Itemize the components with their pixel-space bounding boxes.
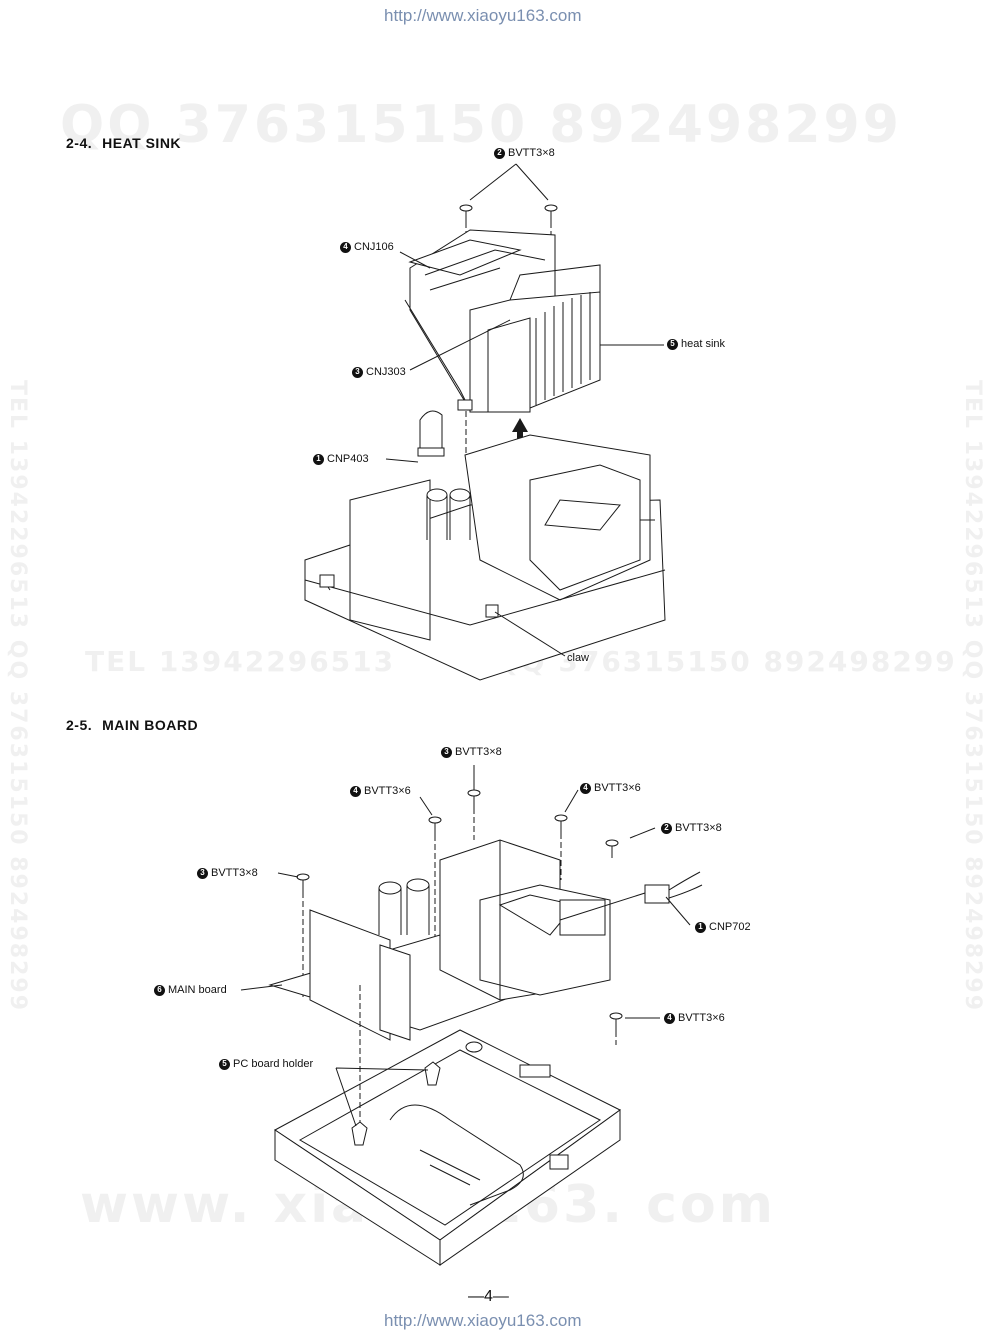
callout-badge: 4 <box>340 241 351 253</box>
callout-badge: 6 <box>154 984 165 996</box>
callout-badge: 4 <box>580 782 591 794</box>
callout-label: BVTT3×8 <box>508 147 555 159</box>
callout-label: claw <box>567 652 590 664</box>
callout-badge: 3 <box>197 867 208 879</box>
callout-label: BVTT3×8 <box>211 867 258 879</box>
callout-label: CNJ106 <box>354 241 394 253</box>
watermark-qq: QQ 376315150 892498299 <box>60 95 902 155</box>
callout-label: CNP702 <box>709 921 751 933</box>
callout-badge: 3 <box>352 366 363 378</box>
callout-badge: 1 <box>695 921 706 933</box>
screw-icon <box>467 789 481 808</box>
callout-badge: 1 <box>313 453 324 465</box>
callout-label: CNP403 <box>327 453 369 465</box>
screw-icon <box>428 816 442 835</box>
screw-icon <box>459 204 473 222</box>
callout-label: CNJ303 <box>366 366 406 378</box>
callout-badge: 5 <box>667 338 678 350</box>
footer-url-link[interactable]: http://www.xiaoyu163.com <box>384 1311 582 1330</box>
callout-badge: 4 <box>664 1012 675 1024</box>
header-url-link[interactable]: http://www.xiaoyu163.com <box>384 6 582 25</box>
callout-badge: 5 <box>219 1058 230 1070</box>
page-number: —4— <box>468 1288 509 1305</box>
callout-badge: 2 <box>661 822 672 834</box>
callout-badge: 4 <box>350 785 361 797</box>
screw-icon <box>544 204 558 222</box>
screw-icon <box>554 814 568 833</box>
callout-label: PC board holder <box>233 1058 314 1070</box>
section-heading-heat-sink: 2-4. HEAT SINK <box>66 135 181 151</box>
screw-icon <box>605 839 619 858</box>
callout-label: MAIN board <box>168 984 227 996</box>
callout-label: BVTT3×8 <box>455 746 502 758</box>
callout-badge: 2 <box>494 147 505 159</box>
screw-icon <box>609 1012 623 1031</box>
callout-label: BVTT3×6 <box>364 785 411 797</box>
watermark-tel: TEL 13942296513 <box>85 645 396 678</box>
section-number: 2-5. <box>66 717 93 733</box>
callout-label: BVTT3×6 <box>594 782 641 794</box>
callout-claw: claw <box>567 652 589 664</box>
section-number: 2-4. <box>66 135 93 151</box>
callout-label: BVTT3×6 <box>678 1012 725 1024</box>
section-title: MAIN BOARD <box>102 717 199 733</box>
callout-badge: 3 <box>441 746 452 758</box>
callout-label: heat sink <box>681 338 726 350</box>
callout-label: BVTT3×8 <box>675 822 722 834</box>
section-title: HEAT SINK <box>102 135 182 151</box>
screw-icon <box>296 873 310 892</box>
section-heading-main-board: 2-5. MAIN BOARD <box>66 717 198 733</box>
